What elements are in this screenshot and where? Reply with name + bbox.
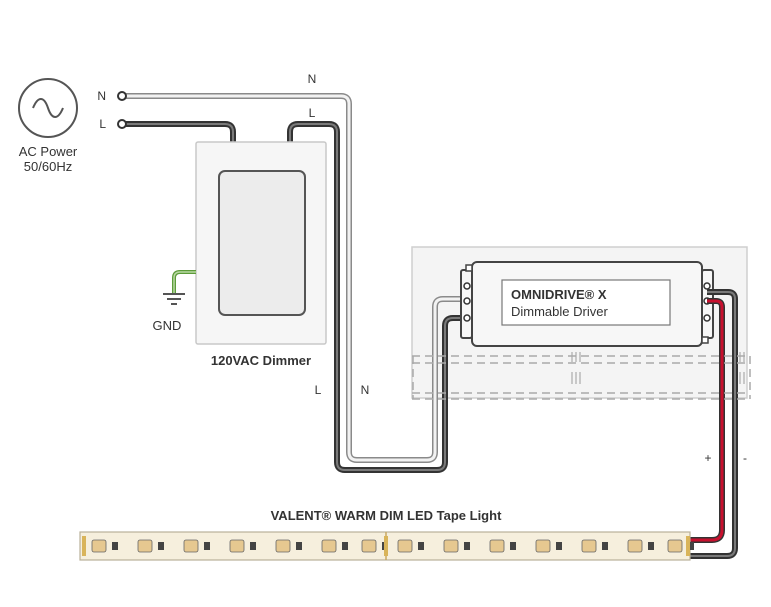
- tape-led: [321, 539, 337, 553]
- led-tape-light: VALENT® WARM DIM LED Tape Light: [79, 508, 694, 561]
- tape-resistor: [510, 542, 516, 550]
- tape-led: [183, 539, 199, 553]
- terminal-n: [117, 91, 127, 101]
- line-wire-dimmer-to-driver: [287, 121, 460, 473]
- tape-resistor: [158, 542, 164, 550]
- driver-subtitle: Dimmable Driver: [511, 304, 608, 319]
- driver-mount-hole-left: [465, 264, 473, 272]
- tape-resistor: [418, 542, 424, 550]
- tape-solder-pad: [384, 536, 388, 556]
- driver-input-terminals: [463, 282, 471, 322]
- ac-power-label: AC Power: [19, 144, 78, 159]
- tape-resistor: [556, 542, 562, 550]
- tape-led: [229, 539, 245, 553]
- tape-led: [275, 539, 291, 553]
- negative-wire: [690, 289, 738, 559]
- wire-label-n-bottom: N: [361, 383, 370, 397]
- tape-led: [137, 539, 153, 553]
- tape-led: [397, 539, 413, 553]
- tape-led: [91, 539, 107, 553]
- ac-frequency-label: 50/60Hz: [24, 159, 72, 174]
- tape-resistor: [250, 542, 256, 550]
- polarity-minus: -: [743, 451, 747, 465]
- terminal-l: [117, 119, 127, 129]
- tape-led: [535, 539, 551, 553]
- tape-led: [667, 539, 683, 553]
- dimmer-device: 120VAC Dimmer: [195, 141, 327, 368]
- tape-leds: [82, 536, 694, 556]
- tape-resistor: [204, 542, 210, 550]
- tape-resistor: [602, 542, 608, 550]
- ac-terminal-l-label: L: [99, 117, 106, 131]
- ground-label: GND: [153, 318, 182, 333]
- wire-label-n-top: N: [308, 72, 317, 86]
- positive-wire: [690, 298, 725, 543]
- ground-icon: [163, 293, 185, 305]
- neutral-wire: [122, 93, 460, 463]
- ac-sine-icon: [18, 78, 78, 138]
- ac-terminal-n-label: N: [97, 89, 106, 103]
- ground-connection: GND: [153, 270, 196, 333]
- tape-led: [443, 539, 459, 553]
- tape-resistor: [464, 542, 470, 550]
- driver-mount-hole-right: [701, 336, 709, 344]
- line-wire-source-to-dimmer: [122, 121, 236, 142]
- tape-resistor: [112, 542, 118, 550]
- polarity-plus: +: [704, 451, 711, 465]
- tape-led: [489, 539, 505, 553]
- tape-resistor: [648, 542, 654, 550]
- wire-label-l-bottom: L: [315, 383, 322, 397]
- tape-solder-pad: [82, 536, 86, 556]
- tape-light-title: VALENT® WARM DIM LED Tape Light: [271, 508, 502, 523]
- channel-markers: [571, 352, 745, 384]
- tape-solder-pad: [686, 536, 690, 556]
- tape-resistor: [342, 542, 348, 550]
- dimmer-title: 120VAC Dimmer: [211, 353, 311, 368]
- driver-brand: OMNIDRIVE® X: [511, 287, 607, 302]
- wire-label-l-top: L: [309, 106, 316, 120]
- tape-led: [361, 539, 377, 553]
- driver-device: OMNIDRIVE® X Dimmable Driver: [460, 261, 714, 347]
- tape-resistor: [296, 542, 302, 550]
- dimmer-rocker: [218, 170, 306, 316]
- driver-label-panel: [501, 279, 671, 326]
- mounting-channel: [412, 355, 751, 400]
- tape-led: [627, 539, 643, 553]
- ac-power-source: AC Power 50/60Hz N L: [18, 78, 106, 174]
- tape-resistor: [688, 542, 694, 550]
- tape-led: [581, 539, 597, 553]
